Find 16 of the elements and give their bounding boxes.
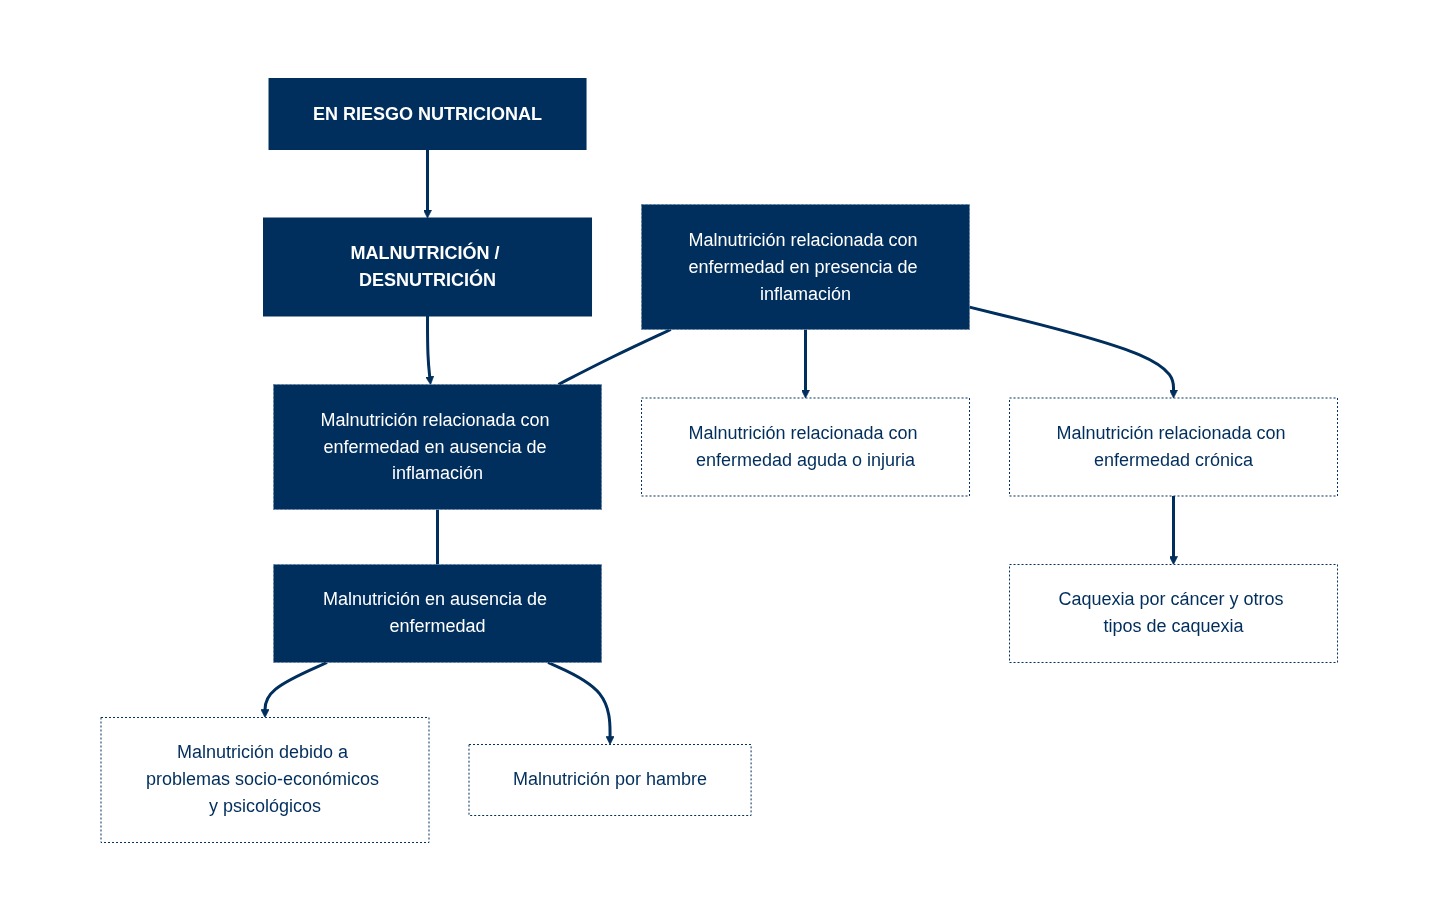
- arrow: [1169, 495, 1179, 565]
- arrow: [801, 329, 811, 398]
- node-box: Malnutrición relacionada con enfermedad en presencia de inflamación: [641, 203, 971, 330]
- node-box: Malnutrición debido a problemas socio-económicos y psicológicos: [100, 716, 430, 843]
- connector: [436, 509, 440, 564]
- node-box: Caquexia por cáncer y otros tipos de caquexia: [1009, 563, 1339, 663]
- node-box: Malnutrición relacionada con enfermedad en ausencia de inflamación: [273, 383, 603, 510]
- node-box: Malnutrición relacionada con enfermedad aguda o injuria: [641, 397, 971, 496]
- arrow: [423, 149, 433, 218]
- node-box: Malnutrición por hambre: [468, 743, 752, 816]
- node-box: Malnutrición relacionada con enfermedad crónica: [1009, 397, 1339, 496]
- node-box: EN RIESGO NUTRICIONAL: [268, 77, 587, 150]
- node-box: MALNUTRICIÓN / DESNUTRICIÓN: [263, 217, 593, 316]
- arrow: [969, 305, 1179, 398]
- arrow: [425, 315, 435, 385]
- node-box: Malnutrición en ausencia de enfermedad: [273, 563, 603, 663]
